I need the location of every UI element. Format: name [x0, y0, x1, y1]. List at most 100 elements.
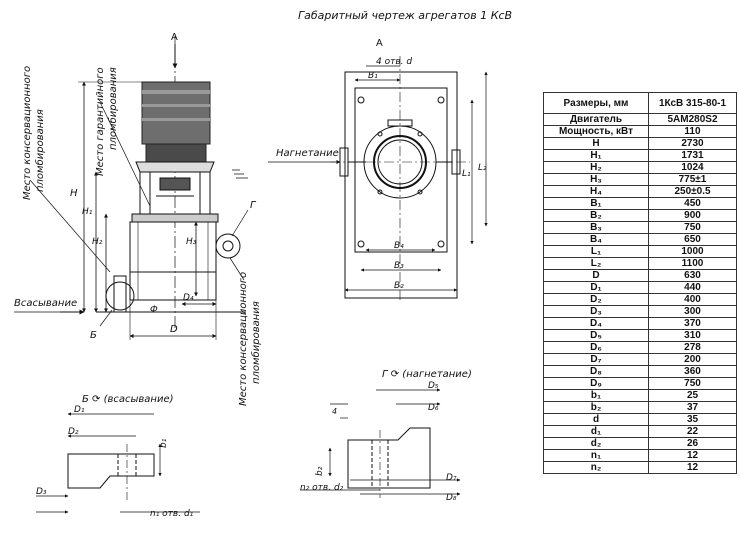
- param-name: D₂: [543, 293, 649, 306]
- param-name: n₂: [543, 461, 649, 474]
- dim-D1: D₁: [74, 405, 85, 415]
- param-name: B₄: [543, 233, 649, 246]
- param-value: 1024: [648, 161, 737, 174]
- dim-B3: B₃: [394, 261, 404, 271]
- bottom-seal-note-1: Место консервационного: [238, 272, 249, 406]
- dim-b2: b₂: [315, 466, 325, 476]
- param-name: L₁: [543, 245, 649, 258]
- param-name: D₉: [543, 377, 649, 390]
- param-name: Двигатель: [543, 113, 649, 126]
- view-a-title: A: [376, 38, 383, 49]
- param-name: Мощность, кВт: [543, 125, 649, 138]
- mark-G: Г: [250, 200, 257, 211]
- param-value: 300: [648, 305, 737, 318]
- front-view: [14, 36, 249, 340]
- param-name: D₆: [543, 341, 649, 354]
- param-value: 200: [648, 353, 737, 366]
- param-name: L₂: [543, 257, 649, 270]
- drawing-title: Габаритный чертеж агрегатов 1 КсВ: [298, 9, 512, 22]
- param-value: 22: [648, 425, 737, 438]
- holes-n1-label: n₁ отв. d₁: [150, 509, 194, 519]
- param-value: 1731: [648, 149, 737, 162]
- phi-mark: Ф: [150, 305, 158, 315]
- left-seal-note-2: пломбирования: [34, 109, 46, 192]
- param-value: 440: [648, 281, 737, 294]
- param-value: 110: [648, 125, 737, 138]
- detail-b-title: Б ⟳ (всасывание): [82, 394, 174, 405]
- header-param: Размеры, мм: [543, 92, 649, 114]
- param-value: 775±1: [648, 173, 737, 186]
- param-name: d: [543, 413, 649, 426]
- view-a: [268, 56, 488, 300]
- param-value: 12: [648, 461, 737, 474]
- param-name: b₁: [543, 389, 649, 402]
- param-value: 26: [648, 437, 737, 450]
- param-value: 250±0.5: [648, 185, 737, 198]
- param-value: 12: [648, 449, 737, 462]
- dim-num-4: 4: [332, 407, 337, 416]
- mark-B: Б: [90, 330, 97, 341]
- holes-top-label: 4 отв. d: [376, 57, 412, 67]
- mid-seal-note-1: Место гарантийного: [95, 67, 106, 176]
- param-value: 750: [648, 221, 737, 234]
- header-model: 1КсВ 315-80-1: [648, 92, 737, 114]
- suction-label: Всасывание: [14, 298, 77, 309]
- param-value: 1000: [648, 245, 737, 258]
- detail-g: [300, 388, 461, 498]
- param-value: 370: [648, 317, 737, 330]
- param-name: d₂: [543, 437, 649, 450]
- param-value: 37: [648, 401, 737, 414]
- dim-H: H: [70, 188, 78, 199]
- view-a-arrow-label: A: [171, 32, 178, 43]
- param-value: 278: [648, 341, 737, 354]
- param-name: B₁: [543, 197, 649, 210]
- param-name: B₂: [543, 209, 649, 222]
- dim-B2: B₂: [394, 281, 404, 291]
- dim-L1: L₁: [462, 169, 471, 179]
- param-name: D₄: [543, 317, 649, 330]
- dim-D6: D₆: [428, 403, 439, 413]
- param-name: D₈: [543, 365, 649, 378]
- dim-H2: H₂: [92, 237, 103, 247]
- dim-D8: D₈: [446, 493, 457, 503]
- param-name: H₄: [543, 185, 649, 198]
- param-value: 360: [648, 365, 737, 378]
- dim-H3: H₃: [186, 237, 197, 247]
- param-name: D: [543, 269, 649, 282]
- param-name: D₅: [543, 329, 649, 342]
- left-seal-note-1: Место консервационного: [22, 66, 33, 200]
- bottom-seal-note-2: пломбирования: [250, 301, 262, 384]
- dim-B1: B₁: [368, 71, 378, 81]
- param-name: d₁: [543, 425, 649, 438]
- param-value: 650: [648, 233, 737, 246]
- param-value: 1100: [648, 257, 737, 270]
- param-value: 5АМ280S2: [648, 113, 737, 126]
- discharge-label: Нагнетание: [276, 148, 339, 159]
